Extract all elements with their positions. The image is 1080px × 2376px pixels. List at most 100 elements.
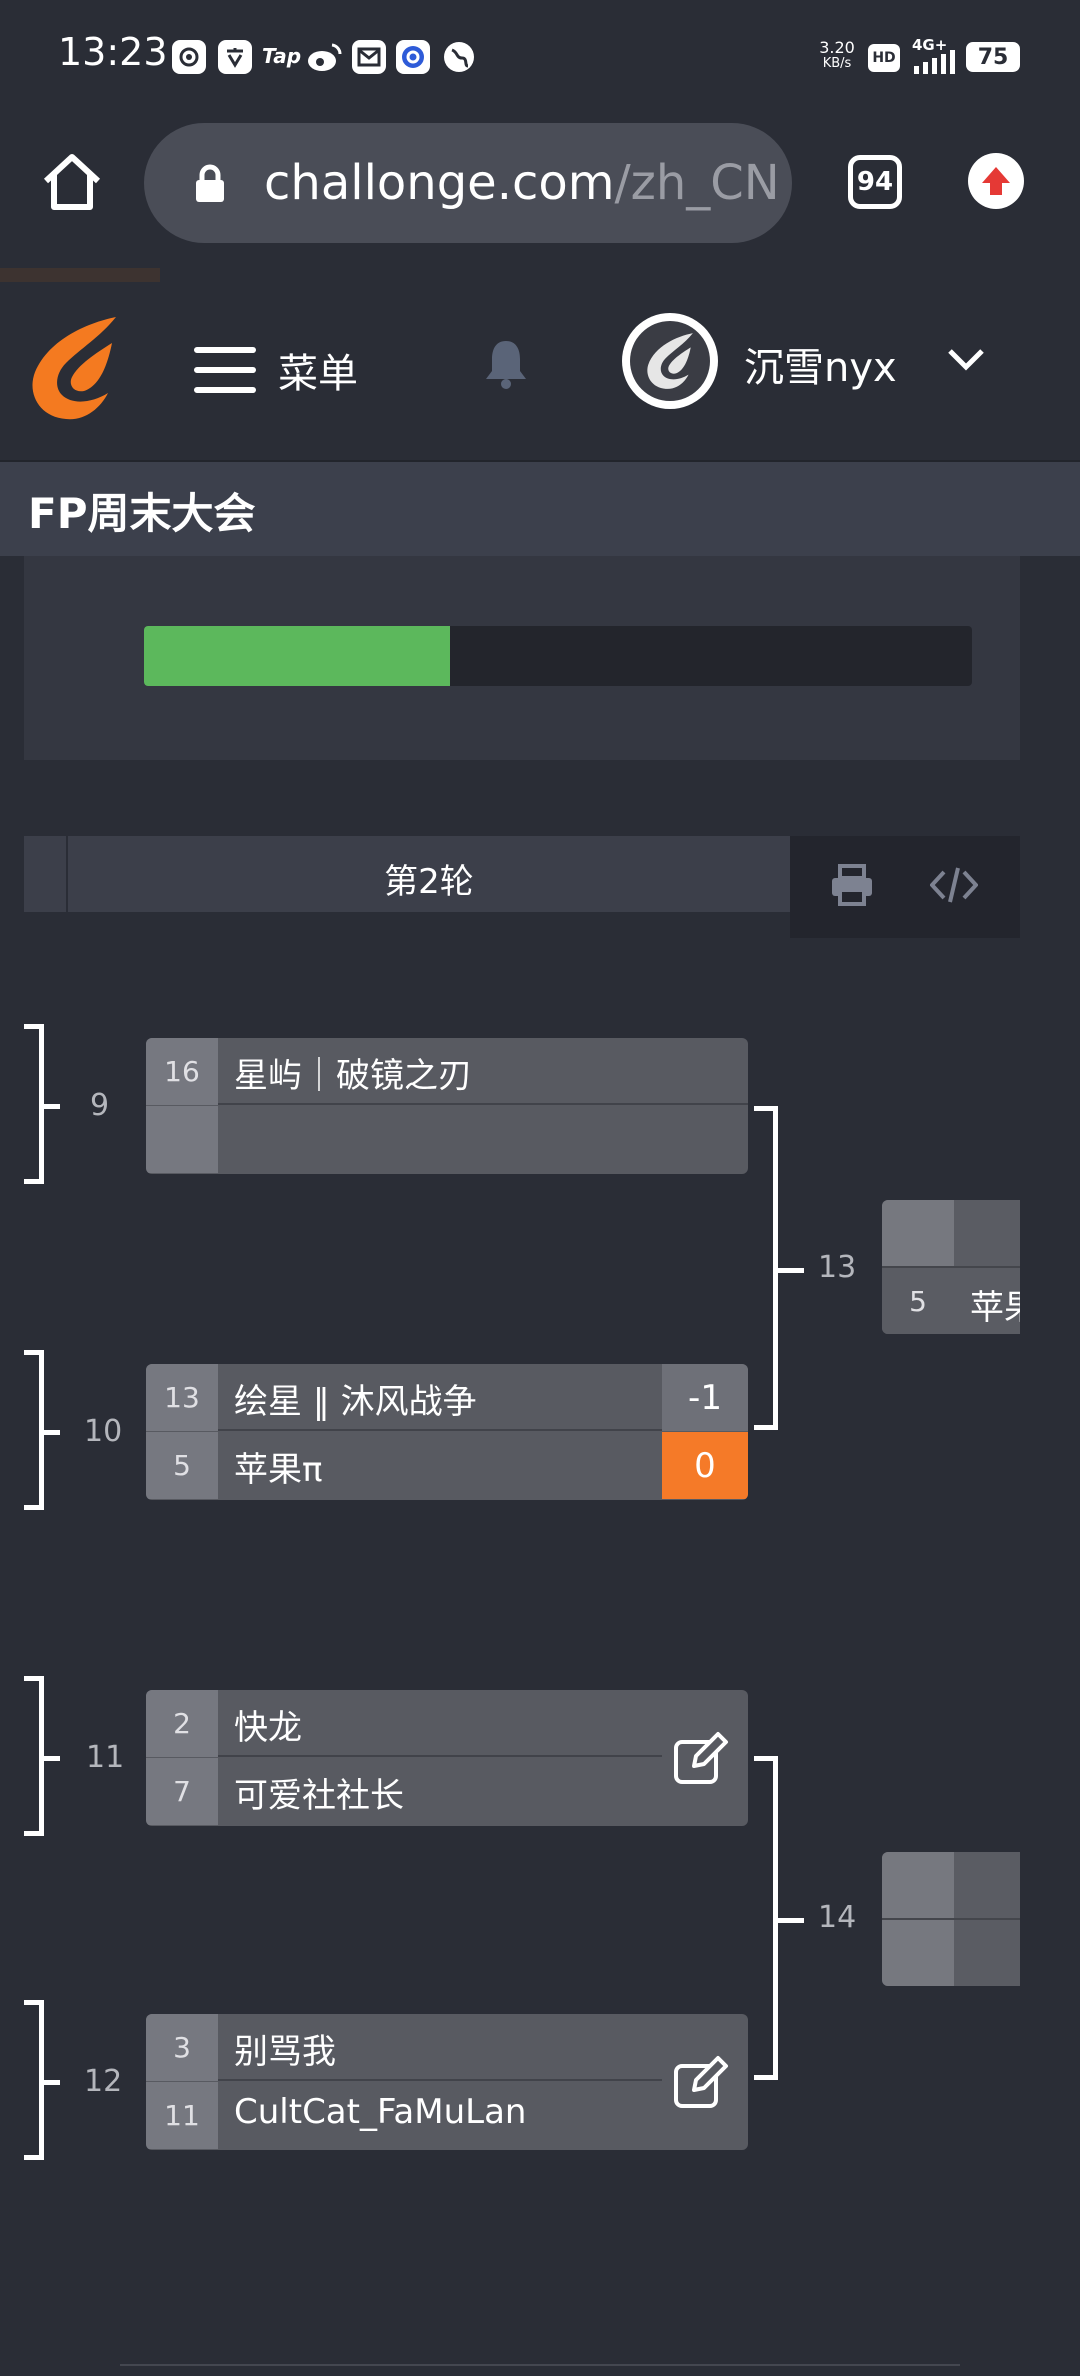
match-number: 12	[84, 2064, 123, 2099]
signal-icon: 4G+	[910, 36, 956, 74]
network-type: 4G+	[912, 36, 948, 54]
album-icon	[172, 40, 206, 74]
menu-label: 菜单	[278, 351, 358, 397]
avatar-inner	[630, 321, 710, 401]
player-name: 星屿｜破镜之刃	[234, 1056, 472, 1096]
seed: 13	[146, 1364, 218, 1431]
bracket-connector	[44, 1756, 60, 1761]
match-row: 5 苹果π 0	[146, 1432, 748, 1499]
seed	[146, 1106, 218, 1173]
match-row: 2 快龙	[146, 1690, 662, 1757]
match-11[interactable]: 2 快龙 7 可爱社社长	[146, 1690, 748, 1826]
avatar-logo-icon	[647, 333, 693, 389]
network-speed: 3.20 KB/s	[816, 40, 858, 72]
status-time: 13:23	[58, 30, 168, 74]
tournament-title: FP周末大会	[28, 489, 256, 538]
username[interactable]: 沉雪nyx	[744, 345, 897, 391]
url-path: /zh_CN	[614, 155, 780, 211]
mail-icon	[352, 40, 386, 74]
row-divider	[882, 1266, 1020, 1268]
logo-icon	[32, 317, 117, 420]
seed: 11	[146, 2082, 218, 2149]
player-name: 苹果π	[970, 1288, 1020, 1328]
match-row: 7 可爱社社长	[146, 1758, 748, 1825]
match-number: 9	[90, 1088, 110, 1123]
globe-icon	[442, 40, 476, 74]
bracket-connector	[24, 1676, 44, 1836]
hamburger-icon	[194, 347, 256, 393]
notifications-bell-icon[interactable]	[484, 337, 528, 389]
home-icon	[43, 154, 101, 210]
challonge-logo[interactable]	[26, 313, 122, 423]
menu-button[interactable]: 菜单	[194, 335, 358, 405]
home-button[interactable]	[38, 147, 106, 215]
seed: 3	[146, 2014, 218, 2081]
browser-toolbar: challonge.com/zh_CN 94	[0, 115, 1080, 265]
match-number: 13	[818, 1250, 857, 1285]
bracket-connector	[44, 1104, 60, 1109]
player-name: 绘星 ‖ 沐风战争	[234, 1382, 477, 1422]
bracket-connector	[778, 1918, 804, 1923]
round-header: 第2轮	[24, 836, 790, 912]
seed: 16	[146, 1038, 218, 1105]
bracket-connector	[24, 1024, 44, 1184]
match-number: 14	[818, 1900, 857, 1935]
url-host: challonge.com	[264, 155, 615, 211]
page-bottom-edge	[120, 2364, 960, 2370]
progress-bar-fill	[144, 626, 451, 686]
match-row	[146, 1106, 748, 1173]
page-load-strip	[0, 268, 160, 282]
battery-icon: 75	[966, 42, 1020, 72]
chevron-down-icon[interactable]	[946, 345, 986, 373]
taptap-icon: Tap	[262, 44, 302, 68]
seed: 5	[146, 1432, 218, 1499]
bracket-connector	[24, 1350, 44, 1510]
edit-score-icon[interactable]	[672, 2054, 730, 2110]
tabs-button[interactable]: 94	[848, 155, 902, 209]
site-header: 菜单 沉雪nyx	[0, 285, 1080, 460]
player-name: CultCat_FaMuLan	[234, 2092, 527, 2132]
round-header-stub	[24, 836, 68, 912]
match-row: 11 CultCat_FaMuLan	[146, 2082, 748, 2149]
seed	[882, 1920, 954, 1986]
lock-icon	[196, 164, 224, 202]
network-speed-unit: KB/s	[822, 56, 852, 71]
print-icon[interactable]	[830, 864, 874, 906]
match-9[interactable]: 16 星屿｜破镜之刃	[146, 1038, 748, 1174]
match-10[interactable]: 13 绘星 ‖ 沐风战争 -1 5 苹果π 0	[146, 1364, 748, 1500]
player-name: 可爱社社长	[234, 1776, 404, 1816]
network-speed-value: 3.20	[819, 38, 855, 57]
update-button[interactable]	[968, 153, 1024, 209]
match-row: 16 星屿｜破镜之刃	[146, 1038, 748, 1105]
seed: 2	[146, 1690, 218, 1757]
match-number: 10	[84, 1414, 123, 1449]
seed: 5	[882, 1268, 954, 1334]
round-label: 第2轮	[384, 862, 474, 902]
match-12[interactable]: 3 别骂我 11 CultCat_FaMuLan	[146, 2014, 748, 2150]
bracket-connector	[24, 2000, 44, 2160]
address-bar[interactable]: challonge.com/zh_CN	[144, 123, 792, 243]
seed	[882, 1200, 954, 1266]
player-name: 别骂我	[234, 2032, 336, 2072]
arrow-up-icon	[982, 167, 1010, 195]
row-divider	[882, 1918, 1020, 1920]
bracket-connector	[754, 1106, 778, 1430]
browser-icon	[396, 40, 430, 74]
match-row: 13 绘星 ‖ 沐风战争 -1	[146, 1364, 748, 1431]
edit-score-icon[interactable]	[672, 1730, 730, 1786]
match-13-preview[interactable]: 5 苹果π	[882, 1200, 1020, 1334]
player-name: 快龙	[234, 1708, 302, 1748]
user-avatar[interactable]	[622, 313, 718, 409]
status-bar: 13:23 Tap 3.20 KB/s HD 4G+ 75	[0, 0, 1080, 115]
match-row: 3 别骂我	[146, 2014, 662, 2081]
tournament-title-bar: FP周末大会	[0, 460, 1080, 556]
bracket-connector	[44, 2080, 60, 2085]
bracket-connector	[754, 1756, 778, 2080]
match-14-preview[interactable]	[882, 1852, 1020, 1986]
score: -1	[662, 1364, 748, 1431]
bracket-connector	[778, 1268, 804, 1273]
weibo-icon	[306, 40, 344, 74]
match-number: 11	[86, 1740, 125, 1775]
embed-code-icon[interactable]	[929, 866, 979, 904]
progress-card	[24, 556, 1020, 760]
